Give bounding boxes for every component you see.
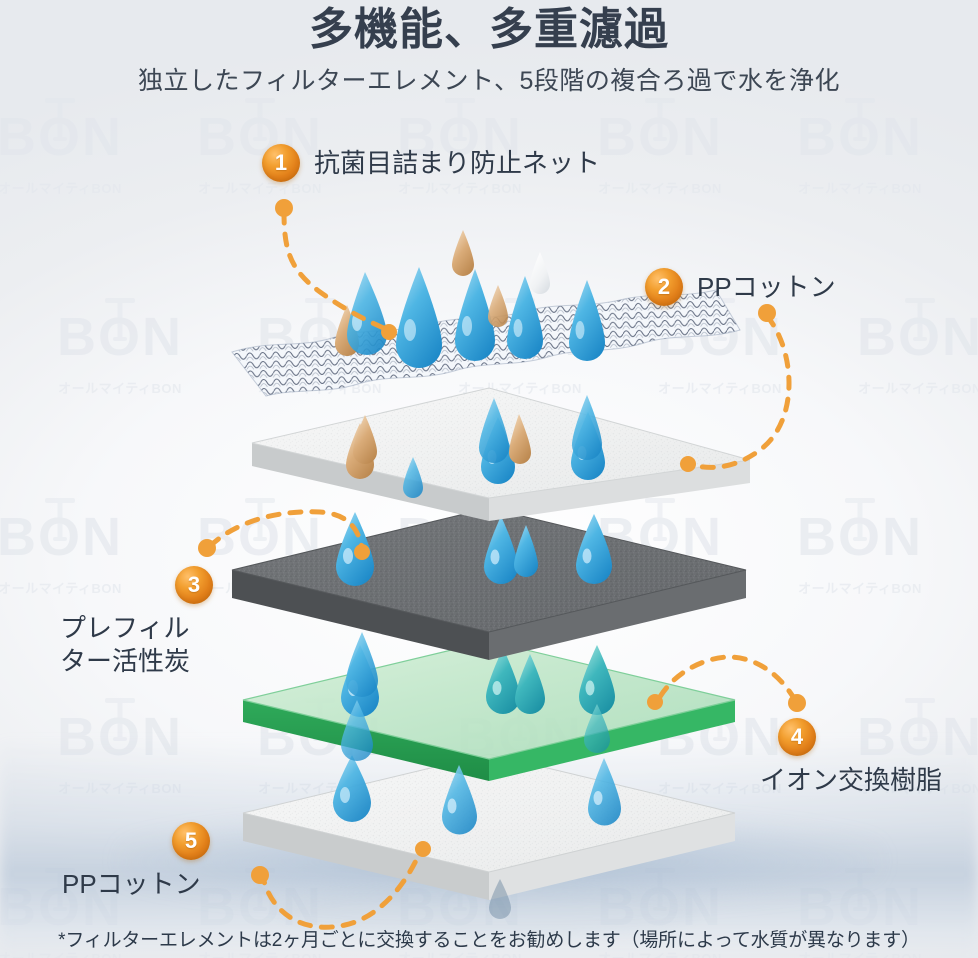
callout-4[interactable]: 4 イオン交換樹脂 [760,718,942,797]
droplet [484,516,518,584]
page-title: 多機能、多重濾過 [309,5,669,54]
callout-label-5: PPコットン [62,869,201,899]
droplet [455,269,495,361]
droplet [488,285,508,327]
droplet [346,632,378,697]
droplet [403,457,423,498]
droplet [396,267,442,368]
footer-note: *フィルターエレメントは2ヶ月ごとに交換することをお勧めします（場所によって水質… [58,930,920,951]
layer-antibacterial-net [231,230,741,464]
droplet [452,230,474,276]
droplet [341,700,373,761]
callout-1[interactable]: 1 抗菌目詰まり防止ネット [262,144,600,182]
callout-badge-1: 1 [262,144,300,182]
callout-label-1: 抗菌目詰まり防止ネット [314,147,601,178]
callout-badge-3: 3 [175,566,213,604]
droplet [579,645,615,715]
droplet [515,654,545,714]
droplet [572,395,602,460]
page-subtitle: 独立したフィルターエレメント、5段階の複合ろ過で水を浄化 [138,67,840,96]
droplet [584,704,610,753]
callout-label-3: プレフィル ター活性炭 [60,612,190,677]
callout-badge-4: 4 [778,718,816,756]
callout-label-2: PPコットン [697,271,836,302]
callout-badge-5: 5 [172,822,210,860]
callout-label-4: イオン交換樹脂 [760,765,943,795]
droplet [507,276,543,359]
droplet [588,758,621,826]
droplet [569,280,605,361]
callout-5[interactable]: 5 PPコットン [62,822,210,901]
droplet [509,414,531,464]
callout-2[interactable]: 2 PPコットン [645,268,836,306]
callout-label-3-line1: プレフィル [60,613,190,643]
callout-badge-2: 2 [645,268,683,306]
header: 多機能、多重濾過 独立したフィルターエレメント、5段階の複合ろ過で水を浄化 [0,0,978,96]
callout-3[interactable]: 3 プレフィル ター活性炭 [60,566,213,677]
droplet [479,398,509,463]
droplet [442,765,477,835]
droplet [336,512,374,586]
droplet [353,415,377,464]
droplet [576,514,612,584]
callout-label-3-line2: ター活性炭 [60,645,191,676]
droplet [333,755,371,822]
droplets-on-bottom-cotton [442,758,621,919]
droplet [530,252,550,294]
droplet [489,879,511,919]
droplet [514,525,538,577]
droplet [486,648,520,714]
droplet [347,272,387,355]
